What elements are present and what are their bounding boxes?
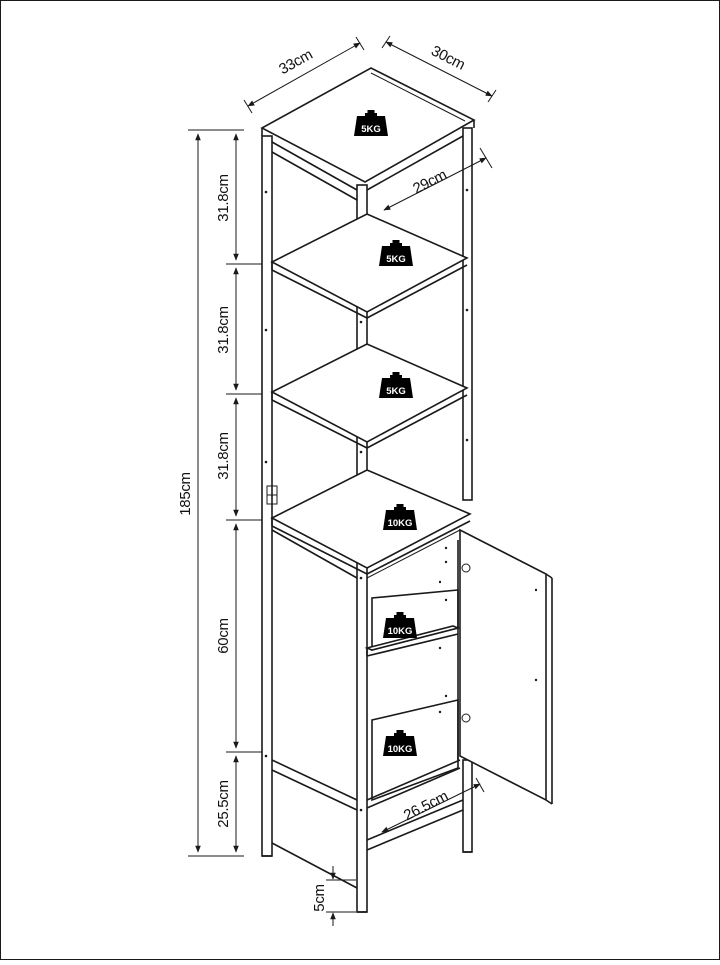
back-right-post — [462, 127, 473, 501]
door-hinge-bottom — [461, 713, 471, 723]
cabinet-door — [459, 528, 547, 802]
weight-label: 10KG — [388, 744, 413, 755]
shelf-3 — [270, 469, 472, 569]
dim-label: 33cm — [276, 46, 315, 78]
weight-label: 5KG — [386, 386, 406, 397]
weight-label: 5KG — [386, 254, 406, 265]
weight-icon: 10KG — [383, 612, 417, 638]
dim-compartment-3: 31.8cm — [215, 397, 239, 517]
dim-label: 31.8cm — [215, 432, 232, 479]
dim-total-height: 185cm — [177, 133, 201, 853]
dim-label: 31.8cm — [215, 306, 232, 353]
weight-icon: 10KG — [383, 504, 417, 530]
weight-label: 5KG — [361, 124, 381, 135]
weight-label: 10KG — [388, 518, 413, 529]
dim-cabinet-height: 60cm — [215, 523, 239, 749]
shelf-2 — [270, 343, 469, 443]
dim-leg-height: 5cm — [311, 866, 356, 926]
dim-compartment-2: 31.8cm — [215, 267, 239, 391]
dim-label: 25.5cm — [215, 780, 232, 827]
weight-label: 10KG — [388, 626, 413, 637]
weight-icon: 5KG — [379, 240, 413, 266]
dim-compartment-1: 31.8cm — [215, 133, 239, 261]
weight-icon: 5KG — [379, 372, 413, 398]
dim-label: 60cm — [215, 618, 232, 653]
dim-bottom-shelf-height: 25.5cm — [215, 755, 239, 853]
back-right-leg — [462, 759, 473, 853]
dim-label: 30cm — [428, 42, 467, 73]
dim-label: 31.8cm — [215, 174, 232, 221]
shelf-1 — [270, 213, 469, 313]
weight-icon: 10KG — [383, 730, 417, 756]
dim-label: 5cm — [311, 884, 328, 911]
shelf-unit — [260, 67, 553, 913]
cabinet-inner-shelf-top — [371, 589, 459, 652]
dim-label: 29cm — [410, 166, 449, 197]
dim-label: 185cm — [177, 472, 194, 516]
door-hinge-top — [461, 563, 471, 573]
weight-icon: 5KG — [354, 110, 388, 136]
